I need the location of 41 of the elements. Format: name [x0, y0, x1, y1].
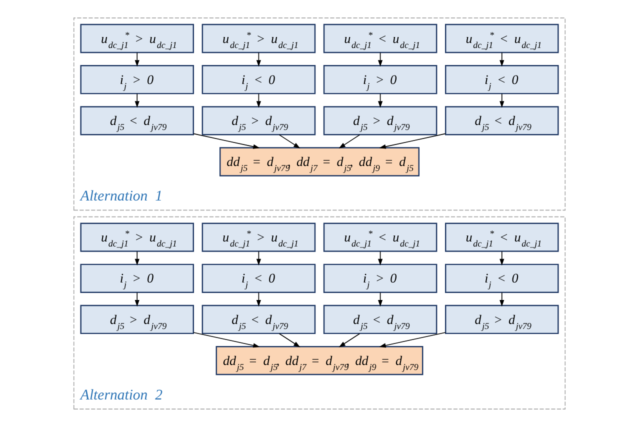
node-box: d$_{j5}$ > d$_{jv79}$ — [201, 106, 316, 136]
node-box: u$_{dc_j1}$$^{*}$ < u$_{dc_j1}$ — [322, 222, 437, 252]
node-box: i$_{j}$ > 0 — [322, 65, 437, 94]
arrow — [499, 251, 504, 266]
node-box: u$_{dc_j1}$$^{*}$ > u$_{dc_j1}$ — [80, 222, 194, 252]
arrow — [278, 333, 300, 348]
arrow — [338, 134, 360, 148]
node-box: i$_{j}$ > 0 — [80, 65, 194, 94]
arrow — [278, 134, 300, 148]
arrow — [134, 93, 139, 108]
arrow — [134, 251, 139, 266]
node-box: u$_{dc_j1}$$^{*}$ < u$_{dc_j1}$ — [444, 222, 558, 252]
node-box: u$_{dc_j1}$$^{*}$ > u$_{dc_j1}$ — [80, 24, 194, 54]
node-box: u$_{dc_j1}$$^{*}$ > u$_{dc_j1}$ — [201, 24, 316, 54]
arrow — [499, 93, 504, 108]
node-box: u$_{dc_j1}$$^{*}$ < u$_{dc_j1}$ — [444, 24, 558, 54]
arrow — [192, 332, 260, 348]
arrow — [499, 292, 504, 307]
node-box: d$_{j5}$ < d$_{jv79}$ — [80, 106, 194, 136]
node-box: d$_{j5}$ > d$_{jv79}$ — [80, 304, 194, 334]
arrow — [192, 133, 260, 149]
node-box: d$_{j5}$ > d$_{jv79}$ — [322, 106, 437, 136]
node-box: d$_{j5}$ < d$_{jv79}$ — [322, 304, 437, 334]
arrow — [134, 292, 139, 307]
node-box: i$_{j}$ > 0 — [80, 264, 194, 293]
arrow — [338, 333, 360, 348]
node-box: d$_{j5}$ > d$_{jv79}$ — [444, 304, 558, 334]
node-box: i$_{j}$ > 0 — [322, 264, 437, 293]
node-box: u$_{dc_j1}$$^{*}$ < u$_{dc_j1}$ — [322, 24, 437, 54]
node-box: i$_{j}$ < 0 — [444, 264, 558, 293]
node-box: dd$_{j5}$ = d$_{j5}$, dd$_{j7}$ = d$_{jv79}$, dd$_{j9}$ = d$_{jv79}$ — [215, 346, 423, 376]
node-box: u$_{dc_j1}$$^{*}$ > u$_{dc_j1}$ — [201, 222, 316, 252]
node-box: i$_{j}$ < 0 — [444, 65, 558, 94]
node-box: d$_{j5}$ < d$_{jv79}$ — [444, 106, 558, 136]
arrow — [378, 332, 446, 348]
node-box: i$_{j}$ < 0 — [201, 65, 316, 94]
arrow — [499, 52, 504, 67]
arrow — [134, 52, 139, 67]
node-box: i$_{j}$ < 0 — [201, 264, 316, 293]
arrow — [378, 133, 446, 149]
node-box: d$_{j5}$ < d$_{jv79}$ — [201, 304, 316, 334]
